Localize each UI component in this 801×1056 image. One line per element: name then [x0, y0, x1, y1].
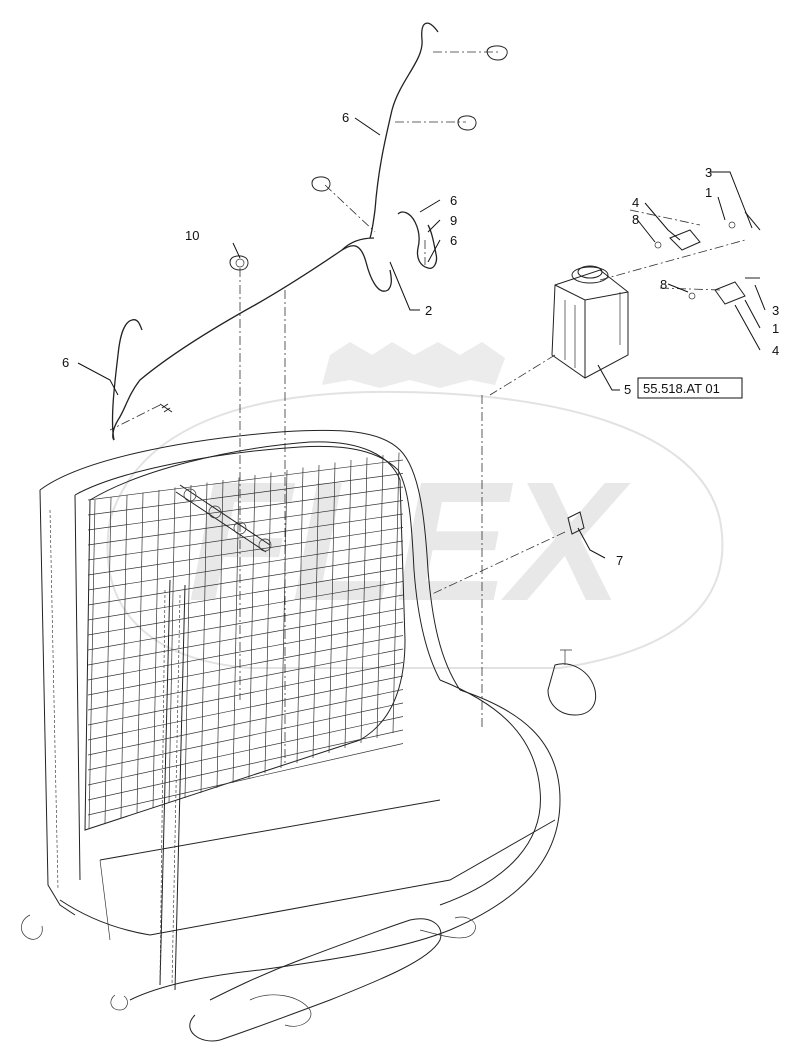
- reference-box: 55.518.AT 01: [637, 377, 743, 399]
- mesh-line: [184, 484, 192, 799]
- mesh-line: [232, 477, 240, 784]
- callout-8-lower: 8: [660, 277, 667, 292]
- cab-frame: [21, 429, 597, 1042]
- mesh-line: [87, 621, 404, 681]
- mesh-line: [120, 494, 128, 819]
- mesh-line: [280, 469, 288, 769]
- mesh-line: [87, 500, 404, 546]
- washer-reservoir: [551, 265, 629, 379]
- mesh-line: [87, 716, 404, 786]
- callout-1-top: 1: [705, 185, 712, 200]
- callout-6-upper: 6: [342, 110, 349, 125]
- mesh-line: [168, 487, 176, 804]
- mesh-line: [87, 473, 404, 516]
- callout-labels: 6 10 6 9 6 2 6 3 1 4 8 8 3 1 4 5 7: [62, 110, 779, 568]
- callout-10: 10: [185, 228, 199, 243]
- mesh-line: [248, 474, 256, 779]
- hose-clamps: [159, 45, 508, 413]
- wiring-harness: [49, 509, 181, 986]
- watermark-text: FLEX: [188, 447, 631, 637]
- door-mesh: [84, 441, 406, 831]
- mesh-line: [376, 454, 384, 739]
- mesh-line: [87, 540, 404, 591]
- callout-4-lower: 4: [772, 343, 779, 358]
- mesh-line: [87, 594, 404, 651]
- callout-3-top: 3: [705, 165, 712, 180]
- mesh-line: [87, 729, 404, 801]
- mesh-line: [87, 554, 404, 606]
- callout-5: 5: [624, 382, 631, 397]
- callout-7: 7: [616, 553, 623, 568]
- reference-label: 55.518.AT 01: [643, 381, 720, 396]
- mesh-line: [392, 452, 400, 734]
- reservoir-brackets: [654, 211, 761, 305]
- mesh-line: [296, 467, 304, 764]
- callout-6-left: 6: [62, 355, 69, 370]
- washer-nozzle: [567, 511, 585, 535]
- assembly-center-lines: [109, 51, 746, 765]
- callout-8-top: 8: [632, 212, 639, 227]
- mesh-line: [87, 608, 404, 666]
- mesh-line: [87, 581, 404, 636]
- callout-1-lower: 1: [772, 321, 779, 336]
- mesh-line: [264, 472, 272, 774]
- mesh-line: [360, 457, 368, 744]
- mesh-line: [87, 702, 404, 771]
- mesh-line: [87, 486, 404, 531]
- mesh-line: [87, 662, 404, 726]
- mesh-line: [152, 489, 160, 809]
- mesh-line: [200, 482, 208, 794]
- callout-3-lower: 3: [772, 303, 779, 318]
- leader-lines: [77, 117, 766, 559]
- mesh-line: [104, 497, 112, 824]
- callout-4-top: 4: [632, 195, 639, 210]
- mesh-line: [87, 743, 404, 816]
- washer-hoses: [111, 22, 439, 441]
- mesh-line: [136, 492, 144, 814]
- mesh-line: [87, 689, 404, 756]
- callout-6-mid: 6: [450, 193, 457, 208]
- callout-2: 2: [425, 303, 432, 318]
- mesh-line: [87, 635, 404, 696]
- mesh-line: [216, 479, 224, 789]
- mesh-line: [87, 527, 404, 576]
- mesh-line: [87, 513, 404, 561]
- mesh-line: [87, 675, 404, 741]
- mesh-line: [87, 459, 404, 501]
- mesh-line: [312, 464, 320, 759]
- mesh-line: [87, 567, 404, 621]
- spray-bar: [175, 484, 272, 553]
- callout-9: 9: [450, 213, 457, 228]
- mesh-line: [87, 648, 404, 711]
- callout-6-right: 6: [450, 233, 457, 248]
